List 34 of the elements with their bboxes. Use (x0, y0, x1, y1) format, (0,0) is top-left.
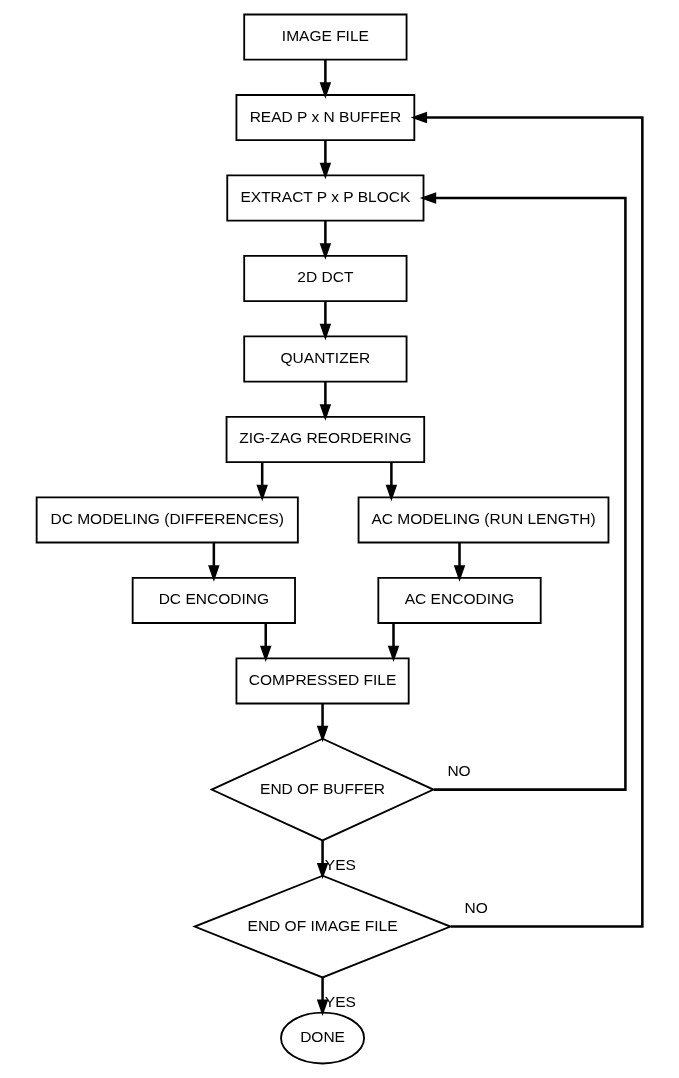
edge-label: NO (447, 761, 471, 779)
node-box: 2D DCT (243, 255, 408, 302)
arrow (385, 462, 398, 502)
arrow (419, 192, 627, 791)
arrow (410, 111, 644, 928)
edge-label: NO (464, 898, 488, 916)
arrow (316, 703, 329, 743)
arrow (319, 220, 332, 260)
node-box: IMAGE FILE (243, 13, 408, 61)
node-box: DC ENCODING (131, 576, 296, 624)
node-box: AC ENCODING (377, 576, 542, 624)
arrow (453, 542, 466, 582)
node-diamond: END OF BUFFER (209, 737, 436, 842)
arrow (319, 59, 332, 99)
node-box: COMPRESSED FILE (235, 657, 410, 705)
edge-label: YES (324, 993, 356, 1011)
node-box: QUANTIZER (243, 335, 408, 383)
arrow (316, 977, 329, 1016)
arrow (256, 462, 268, 502)
node-box: DC MODELING (DIFFERENCES) (35, 496, 299, 544)
edge-label: YES (324, 856, 356, 874)
arrow (208, 542, 220, 582)
node-box: ZIG-ZAG REORDERING (225, 415, 426, 463)
arrow (319, 381, 332, 421)
arrow (319, 140, 332, 180)
node-box: READ P x N BUFFER (235, 94, 416, 142)
arrow (387, 623, 400, 663)
node-box: EXTRACT P x P BLOCK (226, 174, 425, 222)
arrow (259, 623, 272, 663)
node-box: AC MODELING (RUN LENGTH) (357, 496, 610, 544)
arrow (319, 301, 332, 341)
node-ellipse: DONE (280, 1011, 366, 1065)
arrow (316, 840, 329, 880)
node-diamond: END OF IMAGE FILE (192, 874, 453, 979)
